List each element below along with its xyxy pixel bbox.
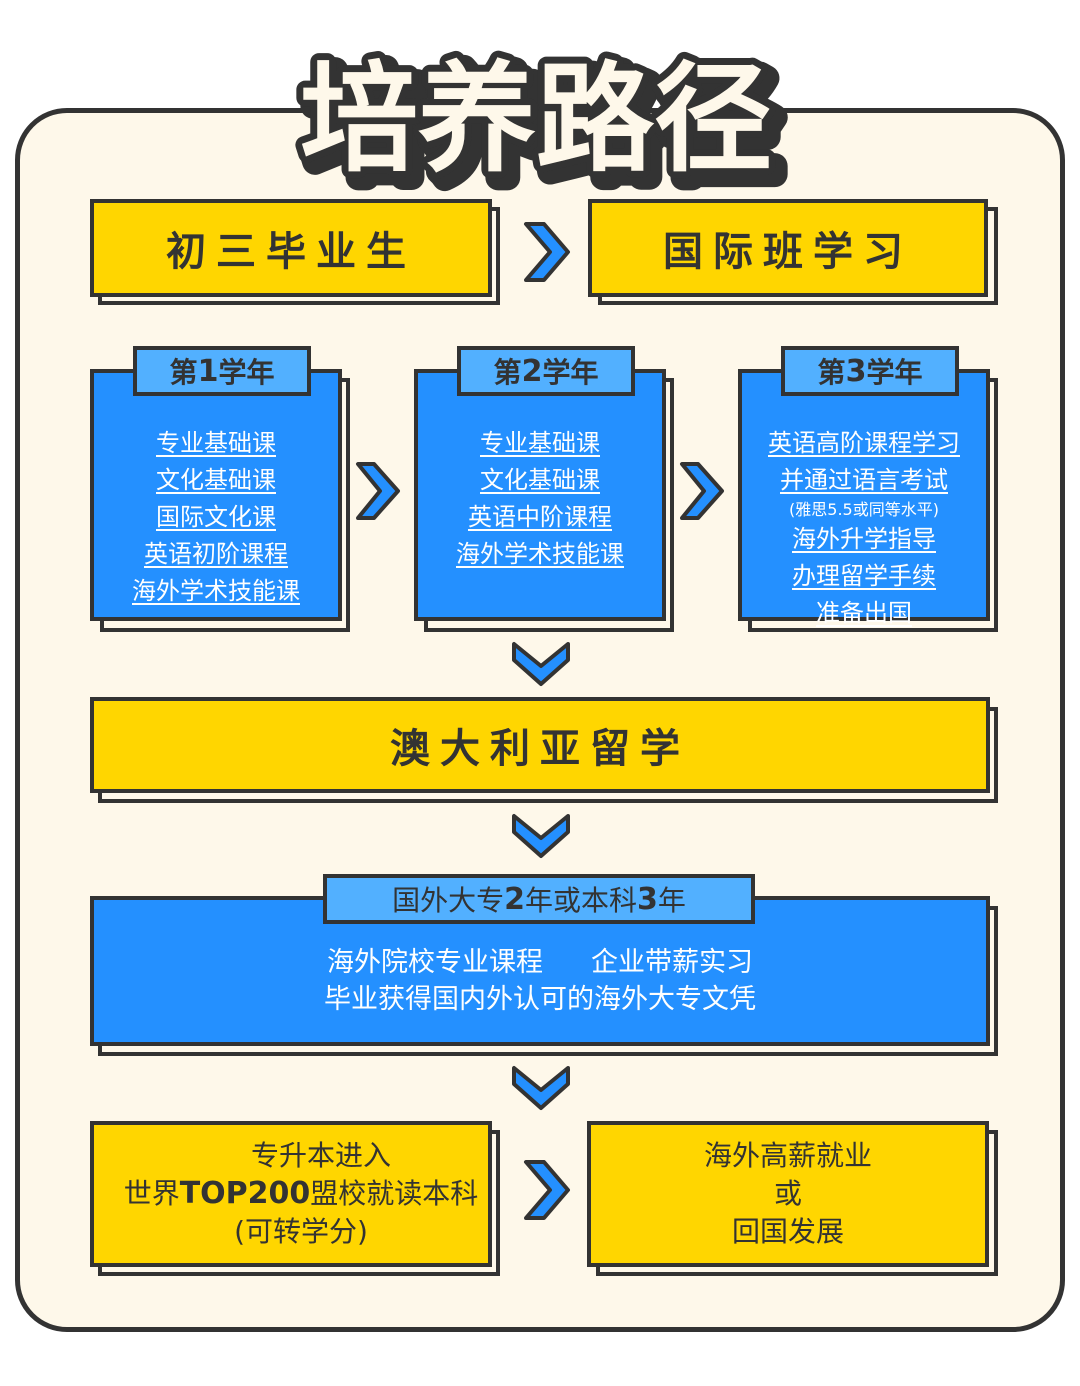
upgrade-line2: 世界TOP200盟校就读本科	[124, 1175, 479, 1213]
ielts-note: (雅思5.5或同等水平)	[789, 500, 939, 519]
title-graphic: 培养路径 培养路径 培养路径	[293, 43, 791, 207]
course-link[interactable]: 专业基础课	[480, 429, 600, 457]
course-link[interactable]: 专业基础课	[156, 429, 276, 457]
course-link[interactable]: 办理留学手续	[792, 562, 936, 590]
tab-text: 年	[657, 884, 686, 917]
year3-course-list: 英语高阶课程学习 并通过语言考试 (雅思5.5或同等水平) 海外升学指导 办理留…	[742, 425, 986, 632]
tab-prefix: 第	[493, 356, 522, 389]
line-text: 盟校就读本科	[310, 1177, 479, 1210]
page-title: 培养路径 培养路径 培养路径	[250, 38, 830, 207]
tab-number: 3	[845, 353, 867, 389]
upgrade-text: 专升本进入 世界TOP200盟校就读本科 (可转学分)	[94, 1125, 488, 1263]
course-link[interactable]: 海外学术技能课	[456, 540, 624, 568]
title-outline: 培养路径	[300, 50, 772, 188]
line-text: 世界	[123, 1177, 180, 1210]
study-abroad-label: 澳大利亚留学	[390, 726, 690, 772]
course-link[interactable]: 英语初阶课程	[144, 540, 288, 568]
title-shadow: 培养路径	[308, 58, 780, 196]
course-link[interactable]: 准备出国	[816, 599, 912, 627]
career-line1: 海外高薪就业	[703, 1139, 872, 1172]
intl-class-box[interactable]: 国际班学习	[588, 199, 988, 297]
course-link[interactable]: 海外学术技能课	[132, 577, 300, 605]
chevron-right-icon	[524, 222, 570, 282]
chevron-down-icon	[512, 1066, 570, 1110]
year3-box: 英语高阶课程学习 并通过语言考试 (雅思5.5或同等水平) 海外升学指导 办理留…	[738, 369, 990, 627]
course-link[interactable]: 英语中阶课程	[468, 503, 612, 531]
tab-suffix: 学年	[218, 356, 275, 389]
course-link[interactable]: 英语高阶课程学习	[768, 429, 960, 457]
tab-prefix: 第	[169, 356, 198, 389]
upgrade-line3: (可转学分)	[234, 1215, 368, 1248]
tab-number: 3	[637, 881, 658, 917]
tab-prefix: 第	[817, 356, 846, 389]
paid-internship: 企业带薪实习	[591, 947, 753, 978]
career-line3: 回国发展	[731, 1215, 844, 1248]
overseas-courses: 海外院校专业课程	[327, 947, 543, 978]
tab-text: 年或本科	[524, 884, 637, 917]
tab-number: 2	[521, 353, 543, 389]
overseas-line1: 海外院校专业课程 企业带薪实习	[94, 944, 986, 981]
course-link[interactable]: 并通过语言考试	[780, 466, 948, 494]
upgrade-line1: 专升本进入	[250, 1139, 391, 1172]
start-label: 初三毕业生	[166, 229, 416, 275]
top200-text: TOP200	[179, 1176, 311, 1211]
tab-suffix: 学年	[866, 356, 923, 389]
chevron-right-icon	[356, 462, 400, 520]
upgrade-box[interactable]: 专升本进入 世界TOP200盟校就读本科 (可转学分)	[90, 1121, 492, 1267]
course-link[interactable]: 海外升学指导	[792, 525, 936, 553]
title-fill: 培养路径	[300, 50, 772, 188]
course-link[interactable]: 文化基础课	[156, 466, 276, 494]
tab-text: 国外大专	[392, 884, 505, 917]
course-link[interactable]: 国际文化课	[156, 503, 276, 531]
year2-course-list: 专业基础课 文化基础课 英语中阶课程 海外学术技能课	[418, 425, 662, 573]
course-link[interactable]: 文化基础课	[480, 466, 600, 494]
year2-box: 专业基础课 文化基础课 英语中阶课程 海外学术技能课	[414, 369, 666, 621]
career-line2: 或	[773, 1177, 802, 1210]
year1-box: 专业基础课 文化基础课 国际文化课 英语初阶课程 海外学术技能课	[90, 369, 342, 621]
overseas-content: 海外院校专业课程 企业带薪实习 毕业获得国内外认可的海外大专文凭	[94, 944, 986, 1018]
chevron-right-icon	[524, 1160, 570, 1220]
tab-number: 1	[197, 353, 219, 389]
intl-class-label: 国际班学习	[663, 229, 913, 275]
overseas-line2: 毕业获得国内外认可的海外大专文凭	[324, 984, 756, 1015]
start-box[interactable]: 初三毕业生	[90, 199, 492, 297]
study-abroad-box[interactable]: 澳大利亚留学	[90, 697, 990, 793]
tab-suffix: 学年	[542, 356, 599, 389]
chevron-down-icon	[512, 642, 570, 686]
tab-number: 2	[504, 881, 525, 917]
career-text: 海外高薪就业 或 回国发展	[591, 1125, 985, 1263]
career-box[interactable]: 海外高薪就业 或 回国发展	[587, 1121, 989, 1267]
chevron-right-icon	[680, 462, 724, 520]
year1-course-list: 专业基础课 文化基础课 国际文化课 英语初阶课程 海外学术技能课	[94, 425, 338, 610]
chevron-down-icon	[512, 814, 570, 858]
